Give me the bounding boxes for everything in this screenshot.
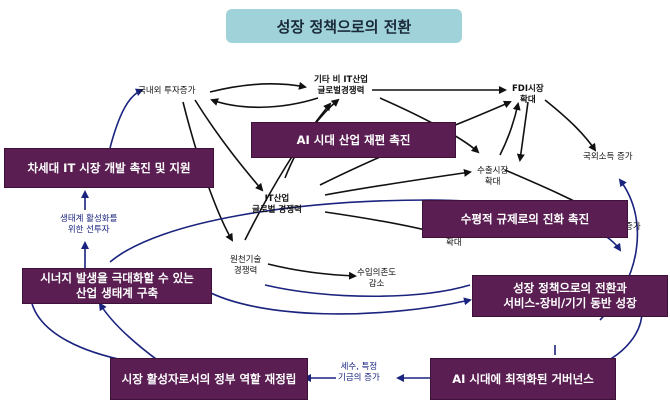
box-next-gen-it: 차세대 IT 시장 개발 촉진 및 지원 (4, 148, 214, 188)
blue-arrow-gov-synergy (98, 302, 161, 363)
box-horizontal-regulation: 수평적 규제로의 진화 촉진 (422, 200, 628, 238)
node-export: 수출시장 확대 (477, 166, 509, 187)
node-core-tech: 원천기술 경쟁력 (230, 255, 262, 276)
label-tax-increase: 세수, 특정 기금의 증가 (338, 362, 380, 384)
black-arrows (182, 81, 612, 280)
node-market-expand: 확대 (446, 238, 462, 248)
arrow-global-invest (210, 97, 319, 109)
arrow-core-global (244, 102, 332, 241)
box-synergy-ecosystem: 시너지 발생을 극대화할 수 있는 산업 생태계 구축 (22, 268, 212, 304)
node-global-competitiveness: 기타 비 IT산업 글로벌경쟁력 (314, 75, 368, 96)
node-fdi: FDI시장 확대 (512, 84, 544, 105)
node-import-dependency: 수입의존도 감소 (357, 268, 397, 289)
node-increase-partial: 증가 (625, 222, 641, 232)
arrow-invest-global (209, 81, 307, 93)
arrow-invest-it (194, 99, 264, 192)
page-title: 성장 정책으로의 전환 (226, 9, 462, 43)
box-ai-governance: AI 시대에 최적화된 거버넌스 (430, 358, 616, 400)
arrow-it-export (324, 168, 472, 196)
blue-arrow-growth-left (264, 284, 471, 298)
box-growth-policy: 성장 정책으로의 전환과 서비스-장비/기기 동반 성장 (472, 275, 668, 317)
label-ecosystem-investment: 생태계 활성화를 위한 선투자 (60, 214, 118, 236)
arrow-invest-core (182, 101, 234, 242)
arrow-fdi-export (516, 101, 529, 162)
node-it-competitiveness: IT산업 글로벌 경쟁력 (252, 194, 302, 215)
arrow-core-import (267, 263, 357, 280)
arrow-export-fdi (499, 102, 521, 156)
blue-arrow-nextgen-invest (109, 88, 144, 149)
box-ai-industry: AI 시대 산업 재편 촉진 (251, 122, 456, 158)
box-gov-role: 시장 활성자로서의 정부 역할 재정립 (110, 358, 308, 400)
arrow-fdi-income (544, 99, 597, 152)
blue-arrow-outer-loop-bottom (204, 289, 472, 315)
node-foreign-income: 국외소득 증가 (583, 152, 633, 162)
node-domestic-investment: 국내외 투자증가 (138, 86, 196, 96)
